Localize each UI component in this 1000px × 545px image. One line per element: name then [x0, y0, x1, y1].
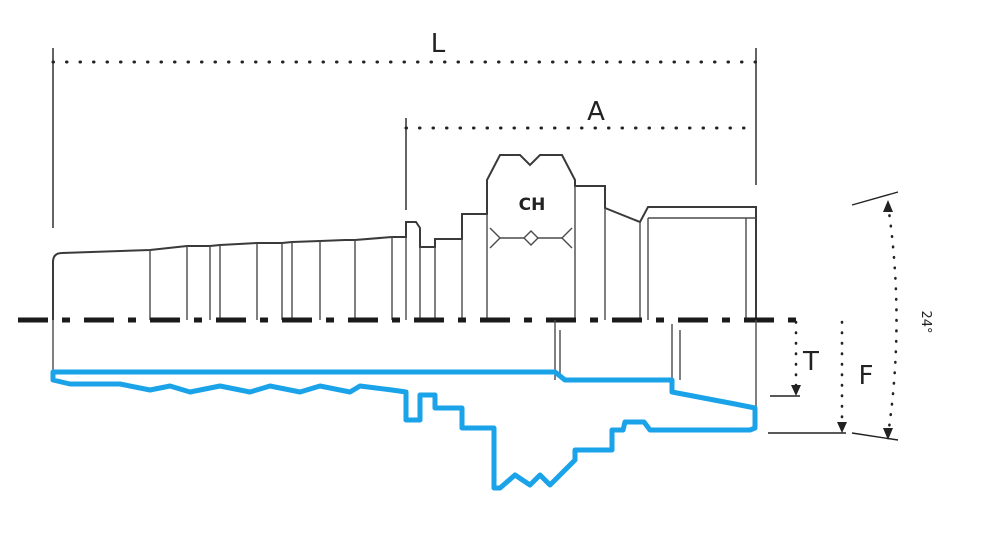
- hex-chamfer: CH: [489, 195, 573, 249]
- dimension-f-arrow: [837, 422, 847, 433]
- hex-chamfer-right: [561, 227, 573, 249]
- fitting-profile-outline: [52, 154, 757, 320]
- dimension-f-label: F: [859, 361, 874, 391]
- fitting-upper-outline: [52, 154, 757, 320]
- dimension-t-arrow: [791, 385, 801, 396]
- angle-arrow-top: [883, 200, 893, 212]
- angle-extension-bottom: [851, 432, 899, 441]
- angle-label: 24°: [918, 310, 933, 333]
- dimension-a-label: A: [587, 97, 605, 127]
- dimension-angle: 24°: [851, 191, 933, 441]
- dimension-f: F: [768, 320, 874, 434]
- angle-extension-top: [851, 191, 899, 206]
- dimension-l: L: [51, 29, 758, 228]
- dimension-t-label: T: [802, 347, 819, 377]
- angle-arrow-bottom: [883, 428, 893, 440]
- section-profile: [50, 369, 758, 491]
- dimension-l-label: L: [431, 29, 446, 59]
- angle-arc: [886, 203, 898, 437]
- hex-label: CH: [519, 195, 546, 215]
- dimension-t: T: [770, 320, 819, 397]
- dimension-a: A: [404, 97, 758, 210]
- hex-chamfer-left: [489, 227, 501, 249]
- hex-diamond-mark: [523, 230, 539, 246]
